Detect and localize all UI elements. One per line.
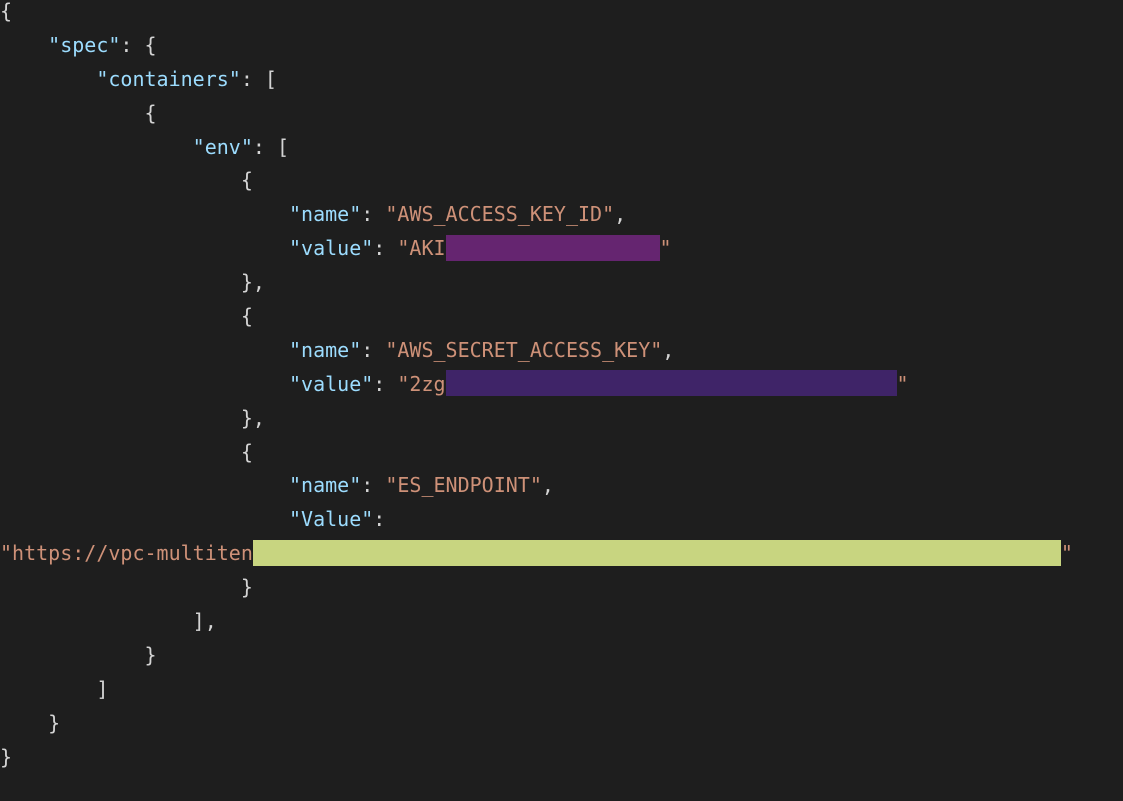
json-punctuation: , [541, 473, 554, 498]
code-line: { [0, 436, 1073, 470]
indent [0, 338, 289, 362]
json-punctuation: { [240, 304, 253, 329]
json-punctuation: : [373, 236, 398, 261]
code-line: { [0, 0, 1073, 29]
indent [0, 473, 289, 497]
redacted-block [445, 234, 660, 261]
indent [0, 270, 241, 294]
json-string: "2zg [397, 371, 446, 396]
json-key: "value" [288, 371, 374, 396]
indent [0, 507, 289, 531]
json-punctuation: : { [120, 32, 157, 57]
code-line: { [0, 300, 1073, 334]
code-line: "containers": [ [0, 63, 1073, 97]
code-line: "value": "2zg " [0, 368, 1073, 402]
code-line: "env": [ [0, 131, 1073, 165]
code-line: }, [0, 266, 1073, 300]
redacted-block [445, 370, 897, 397]
json-punctuation: } [144, 642, 157, 667]
indent [0, 575, 241, 599]
json-punctuation: : [ [240, 66, 277, 91]
code-line: } [0, 741, 1073, 775]
code-line: { [0, 164, 1073, 198]
json-punctuation: { [240, 168, 253, 193]
indent [0, 304, 241, 328]
indent [0, 643, 145, 667]
indent [0, 440, 241, 464]
indent [0, 168, 241, 192]
indent [0, 406, 241, 430]
code-line: } [0, 707, 1073, 741]
json-punctuation: : [361, 337, 386, 362]
json-punctuation: , [614, 202, 627, 227]
code-line: } [0, 639, 1073, 673]
code-line: ], [0, 605, 1073, 639]
code-line: } [0, 571, 1073, 605]
json-punctuation: }, [240, 270, 265, 295]
json-string: "https://vpc-multiten [0, 541, 253, 566]
json-punctuation: { [240, 439, 253, 464]
code-line: ] [0, 673, 1073, 707]
json-punctuation: } [0, 744, 13, 769]
json-key: "containers" [96, 66, 241, 91]
json-punctuation: { [144, 100, 157, 125]
json-punctuation: { [0, 0, 13, 23]
indent [0, 101, 145, 125]
code-line: "value": "AKI " [0, 232, 1073, 266]
indent [0, 67, 96, 91]
json-key: "spec" [48, 32, 121, 57]
json-punctuation: } [48, 710, 61, 735]
json-key: "name" [288, 202, 362, 227]
indent [0, 135, 193, 159]
json-key: "name" [288, 473, 362, 498]
code-editor[interactable]: { "spec": { "containers": [ { "env": [ {… [0, 0, 1073, 774]
json-string: " [659, 236, 672, 261]
redacted-block [252, 539, 1061, 566]
json-string: " [896, 371, 909, 396]
json-string: "AWS_SECRET_ACCESS_KEY" [385, 337, 663, 362]
json-punctuation: } [240, 575, 253, 600]
json-punctuation: : [361, 202, 386, 227]
code-line: { [0, 97, 1073, 131]
json-punctuation: : [361, 473, 386, 498]
code-line: "name": "AWS_ACCESS_KEY_ID", [0, 198, 1073, 232]
json-punctuation: : [373, 507, 386, 532]
indent [0, 33, 48, 57]
code-line: "name": "AWS_SECRET_ACCESS_KEY", [0, 334, 1073, 368]
indent [0, 677, 96, 701]
json-punctuation: }, [240, 405, 265, 430]
json-punctuation: , [662, 337, 675, 362]
indent [0, 372, 289, 396]
code-line: "name": "ES_ENDPOINT", [0, 469, 1073, 503]
json-string: "AKI [397, 236, 446, 261]
code-line: "Value": [0, 503, 1073, 537]
json-string: "AWS_ACCESS_KEY_ID" [385, 202, 615, 227]
indent [0, 202, 289, 226]
indent [0, 711, 48, 735]
json-punctuation: ] [96, 676, 109, 701]
json-key: "name" [288, 337, 362, 362]
json-key: "value" [288, 236, 374, 261]
code-line: "https://vpc-multiten " [0, 537, 1073, 571]
indent [0, 236, 289, 260]
json-string: "ES_ENDPOINT" [385, 473, 542, 498]
json-punctuation: : [373, 371, 398, 396]
json-key: "Value" [288, 507, 374, 532]
json-string: " [1060, 541, 1073, 566]
code-line: }, [0, 402, 1073, 436]
indent [0, 609, 193, 633]
json-key: "env" [192, 134, 253, 159]
json-punctuation: ], [192, 609, 217, 634]
code-line: "spec": { [0, 29, 1073, 63]
json-punctuation: : [ [252, 134, 289, 159]
